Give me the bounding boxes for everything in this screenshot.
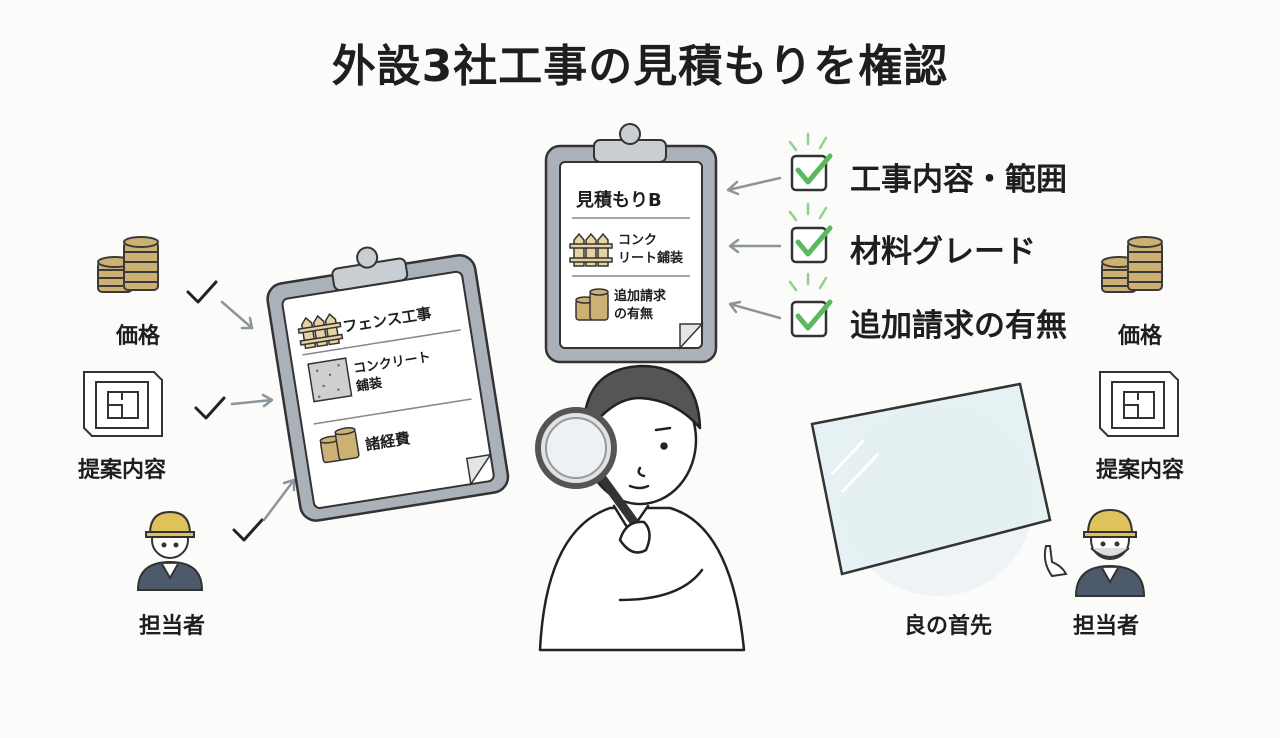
- diagram-canvas: 外設3社工事の見積もりを権認 価格 提案内容 担当者 フェンス工事 コンクリート…: [77, 41, 1184, 652]
- coin-stack-icon: [1101, 236, 1163, 293]
- label-price-left: 価格: [115, 324, 160, 349]
- coin-stack-icon: [575, 288, 609, 321]
- label-proposal-left: 提案内容: [77, 458, 166, 483]
- magnifier-icon: [535, 407, 645, 535]
- fence-icon: [297, 312, 344, 350]
- checklist-item-1: 工事内容・範囲: [850, 162, 1067, 198]
- glass-panel: [810, 382, 1052, 596]
- label-price-right: 価格: [1117, 324, 1162, 349]
- clipboard-left: [266, 246, 510, 522]
- clipboard-item-paving: 鋪装: [355, 375, 384, 395]
- diagram-graphics: [83, 123, 1179, 652]
- clipboard-top-item1-line1: コンク: [618, 233, 658, 248]
- arrow-icon: [726, 176, 782, 320]
- label-glass: 良の首先: [903, 614, 992, 639]
- arrow-icon: [220, 300, 296, 522]
- checkbox-icon: [788, 132, 833, 338]
- label-person-right: 担当者: [1072, 614, 1139, 639]
- worker-icon: [1043, 508, 1146, 597]
- clipboard-top-item2-line2: の有無: [614, 307, 654, 322]
- clipboard-top-header: 見積もりB: [576, 190, 662, 211]
- person-magnifier: [535, 364, 746, 652]
- label-person-left: 担当者: [138, 614, 205, 639]
- label-proposal-right: 提案内容: [1095, 458, 1184, 483]
- clipboard-item-expenses: 諸経費: [364, 429, 412, 455]
- clipboard-item-concrete: コンクリート: [352, 349, 432, 377]
- fence-icon: [569, 232, 613, 267]
- checklist-item-3: 追加請求の有無: [850, 308, 1067, 344]
- page-title: 外設3社工事の見積もりを権認: [331, 41, 949, 92]
- clipboard-top-item2-line1: 追加請求: [614, 289, 667, 304]
- blueprint-icon: [1099, 371, 1179, 437]
- checklist-item-2: 材料グレード: [850, 234, 1036, 270]
- concrete-icon: [307, 357, 353, 403]
- coin-stack-icon: [319, 427, 360, 464]
- clipboard-item-fence: フェンス工事: [341, 304, 433, 337]
- worker-icon: [136, 510, 204, 591]
- blueprint-icon: [83, 371, 163, 437]
- clipboard-top-item1-line2: リート鋪装: [618, 251, 684, 266]
- coin-stack-icon: [97, 236, 159, 293]
- checkmark-icon: [186, 280, 264, 542]
- clipboard-top: [544, 123, 718, 364]
